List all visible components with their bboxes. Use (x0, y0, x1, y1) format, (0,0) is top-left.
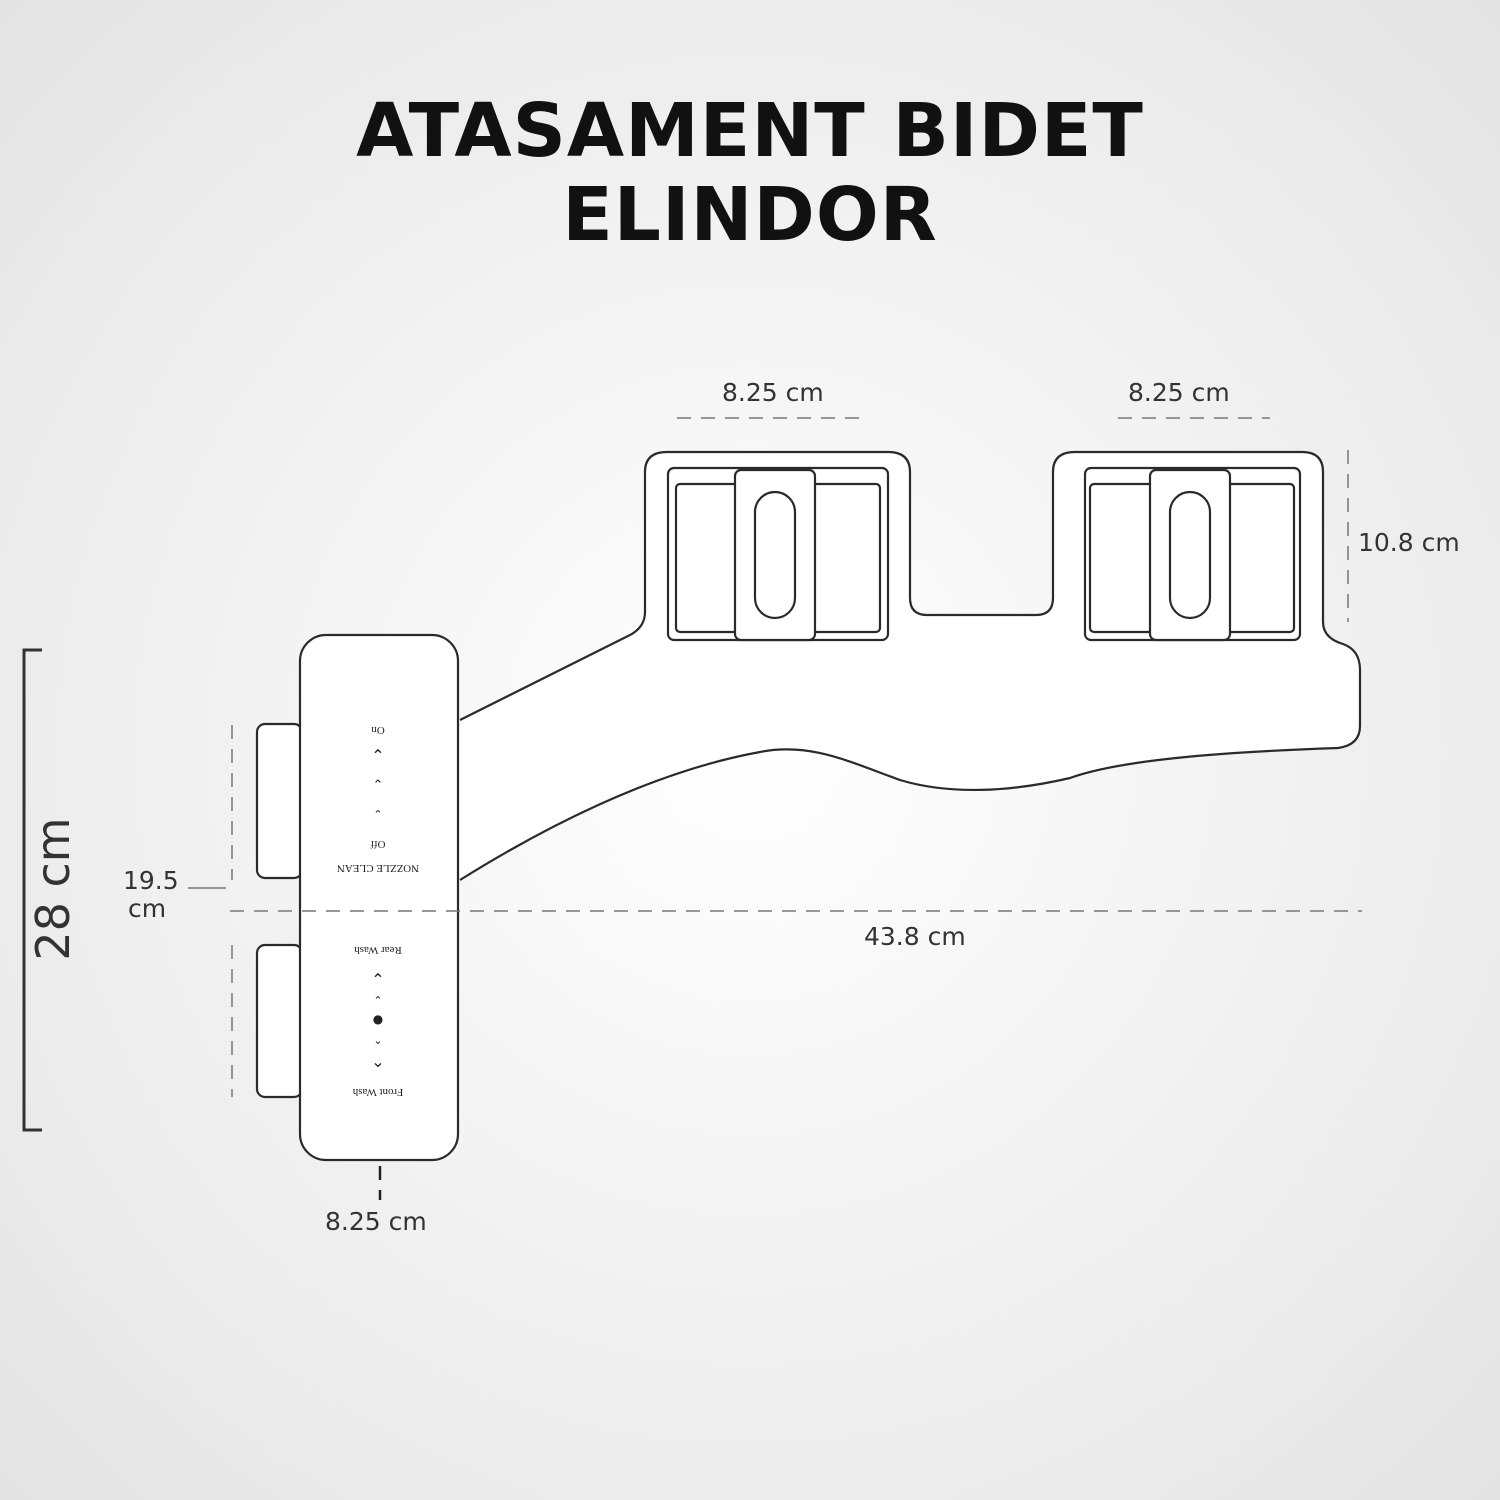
left-slider (733, 468, 817, 642)
chevron-down-icon: ⌄ (373, 1034, 383, 1047)
dot-icon: ● (372, 1012, 384, 1026)
dim-right-plate-width: 8.25 cm (1128, 378, 1230, 407)
dim-offset-unit: cm (128, 894, 167, 923)
dim-left-plate-width: 8.25 cm (722, 378, 824, 407)
title-line-2: ELINDOR (562, 172, 938, 258)
on-label: On (371, 724, 385, 736)
off-label: Off (370, 838, 386, 850)
chevron-up-icon: ⌃ (372, 778, 384, 793)
control-panel (298, 633, 460, 1162)
title-line-1: ATASAMENT BIDET (356, 88, 1144, 174)
dim-total-length: 43.8 cm (864, 922, 966, 951)
nozzle-clean-label: NOZZLE CLEAN (336, 862, 420, 874)
chevron-down-icon: ⌄ (371, 1052, 385, 1071)
dim-plate-height: 10.8 cm (1358, 528, 1460, 557)
right-slot (1168, 490, 1212, 620)
right-slider (1148, 468, 1232, 642)
dim-panel-width: 8.25 cm (325, 1207, 427, 1236)
chevron-up-icon: ⌃ (371, 746, 385, 765)
height-bracket (22, 648, 42, 1132)
dim-total-height: 28 cm (26, 817, 80, 961)
chevron-up-icon: ⌃ (373, 808, 383, 821)
left-slot (753, 490, 797, 620)
front-wash-label: Front Wash (352, 1086, 404, 1098)
dim-offset-value: 19.5 (123, 866, 179, 895)
knob-top (255, 722, 304, 880)
bidet-body-outline (459, 450, 1362, 881)
rear-wash-label: Rear Wash (354, 944, 402, 956)
chevron-up-icon: ⌃ (373, 994, 383, 1007)
chevron-up-icon: ⌃ (371, 970, 385, 989)
knob-bottom (255, 943, 304, 1099)
